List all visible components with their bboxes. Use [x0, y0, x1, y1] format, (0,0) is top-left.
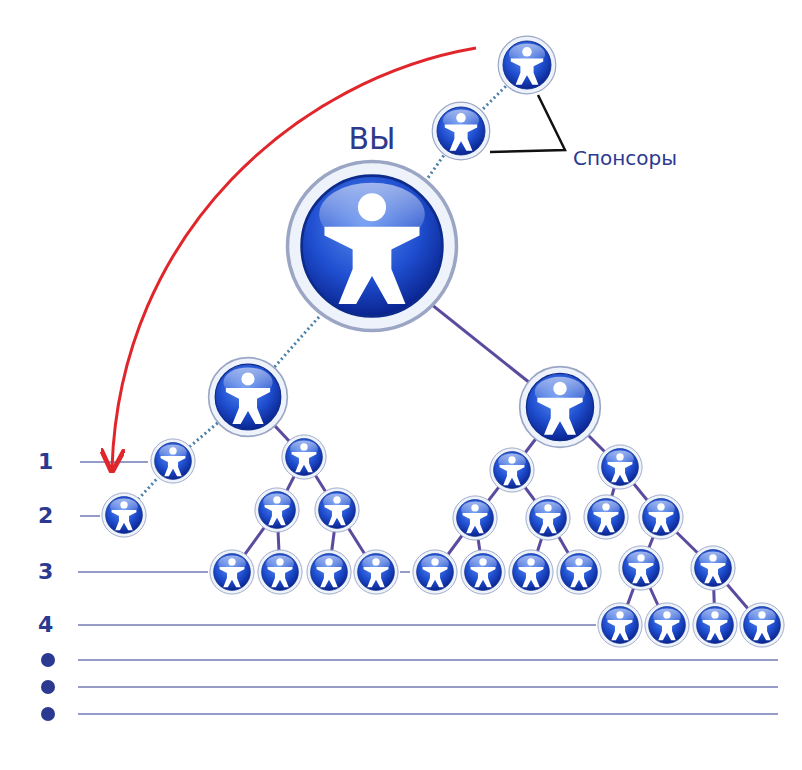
- level-number: 4: [38, 612, 53, 637]
- member-icon: [288, 162, 457, 331]
- level-number: 1: [38, 449, 53, 474]
- sponsor-label: Спонсоры: [573, 146, 677, 170]
- level-number: 2: [38, 503, 53, 528]
- level-number: 3: [38, 559, 53, 584]
- member-circle: ВЫ: [282, 122, 462, 334]
- node-heading: ВЫ: [282, 122, 462, 155]
